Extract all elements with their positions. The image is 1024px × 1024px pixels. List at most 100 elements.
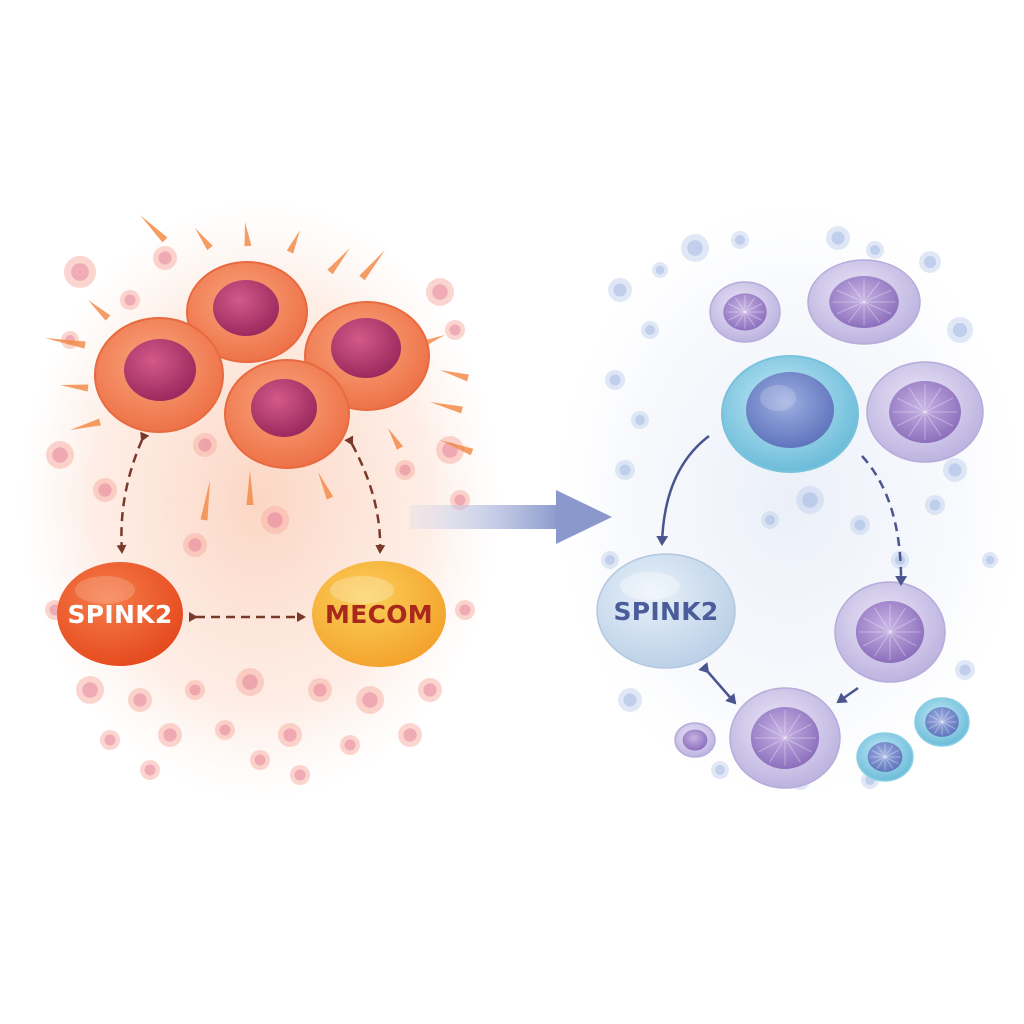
background-cell — [631, 411, 649, 429]
background-cell — [93, 478, 117, 502]
background-cell — [140, 760, 160, 780]
background-cell — [455, 600, 475, 620]
background-cells-warm — [45, 246, 475, 785]
activated-cell — [224, 359, 350, 469]
background-cell — [308, 678, 332, 702]
left-panel: SPINK2 MECOM — [45, 215, 474, 667]
spark — [440, 440, 474, 456]
quiescent-cell — [866, 361, 984, 463]
background-cell — [426, 278, 454, 306]
spark — [195, 228, 213, 251]
spark — [440, 370, 469, 382]
background-cell — [340, 735, 360, 755]
spink2-node-quiescent: SPINK2 — [596, 553, 736, 669]
background-cell — [925, 495, 945, 515]
background-cell — [866, 241, 884, 259]
arrow-stem-to-spink2 — [656, 435, 710, 546]
quiescent-cell — [674, 722, 716, 758]
quiescent-cell — [834, 581, 946, 683]
background-cell — [601, 551, 619, 569]
quiescent-cell — [709, 281, 781, 343]
spink2-label-right: SPINK2 — [613, 597, 718, 626]
background-cell — [158, 723, 182, 747]
spark — [45, 338, 86, 349]
arrow-progenitor-progenitor — [836, 686, 859, 704]
background-cell — [711, 761, 729, 779]
spark — [246, 470, 254, 505]
background-cell — [943, 458, 967, 482]
left-interaction-arrows — [116, 431, 386, 622]
background-cell — [796, 486, 824, 514]
background-cell — [64, 256, 96, 288]
background-cell — [46, 441, 74, 469]
background-cell — [947, 317, 973, 343]
stem-cell — [721, 355, 859, 473]
background-cell — [618, 688, 642, 712]
spink2-label-left: SPINK2 — [67, 600, 172, 629]
signal-burst — [45, 215, 474, 521]
spark — [244, 222, 252, 247]
spark — [318, 472, 334, 500]
background-cell — [826, 226, 850, 250]
background-cell — [183, 533, 207, 557]
background-cell — [605, 370, 625, 390]
activated-cell — [186, 261, 308, 363]
spark — [88, 300, 111, 321]
background-cell — [193, 433, 217, 457]
background-cell — [261, 506, 289, 534]
background-cell — [128, 688, 152, 712]
spark — [286, 230, 300, 254]
background-cell — [445, 320, 465, 340]
background-cell — [615, 460, 635, 480]
right-interaction-arrows — [656, 435, 908, 705]
background-cell — [356, 686, 384, 714]
spark — [388, 428, 404, 450]
background-cell — [436, 436, 464, 464]
transition-arrow — [410, 490, 612, 544]
background-cell — [185, 680, 205, 700]
background-cell — [982, 552, 998, 568]
quiescent-cell — [729, 687, 841, 789]
spark — [140, 215, 168, 243]
background-cell — [76, 676, 104, 704]
mecom-label: MECOM — [325, 600, 433, 629]
arrow-spink2-progenitor — [698, 662, 737, 705]
activated-cell-cluster — [94, 261, 430, 469]
background-cell — [120, 290, 140, 310]
background-cell — [290, 765, 310, 785]
background-cell — [761, 511, 779, 529]
quiescent-cell — [807, 259, 921, 345]
background-cell — [919, 251, 941, 273]
background-cell — [398, 723, 422, 747]
quiescent-cell — [914, 697, 970, 747]
quiescent-cell — [856, 732, 914, 782]
arrow-stem-to-progenitor — [861, 455, 908, 586]
spark — [70, 418, 101, 430]
quiescent-cell-cluster — [674, 259, 984, 789]
background-cell — [850, 515, 870, 535]
background-cell — [955, 660, 975, 680]
background-cell — [215, 720, 235, 740]
background-cell — [250, 750, 270, 770]
background-cell — [395, 460, 415, 480]
spark — [327, 248, 350, 275]
background-cell — [641, 321, 659, 339]
background-cell — [153, 246, 177, 270]
background-cell — [681, 234, 709, 262]
spark — [430, 402, 463, 414]
background-cell — [652, 262, 668, 278]
background-cell — [236, 668, 264, 696]
background-cell — [731, 231, 749, 249]
activated-cell — [94, 317, 224, 433]
spark — [359, 250, 385, 281]
right-panel: SPINK2 — [596, 259, 984, 789]
spark — [200, 480, 210, 521]
spark — [60, 384, 89, 392]
background-cell — [278, 723, 302, 747]
spink2-node-active: SPINK2 — [57, 562, 183, 666]
background-cell — [418, 678, 442, 702]
background-cell — [608, 278, 632, 302]
mecom-node: MECOM — [312, 561, 446, 667]
